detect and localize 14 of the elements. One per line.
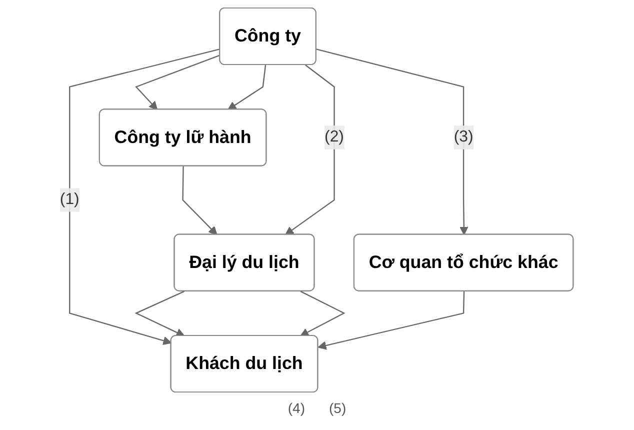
arrow [135, 290, 186, 337]
arrow [69, 48, 221, 345]
channel-number: (4) [288, 400, 305, 416]
arrow [300, 290, 346, 336]
arrow [318, 291, 466, 350]
arrow [286, 64, 336, 236]
edge-label: (3) [454, 128, 474, 146]
edge-label: (2) [325, 128, 344, 146]
arrow [316, 48, 469, 236]
arrow [182, 166, 218, 236]
arrow [228, 64, 267, 110]
channel-number: (5) [329, 400, 346, 416]
arrow [136, 54, 221, 110]
edge-label: (1) [60, 191, 80, 208]
